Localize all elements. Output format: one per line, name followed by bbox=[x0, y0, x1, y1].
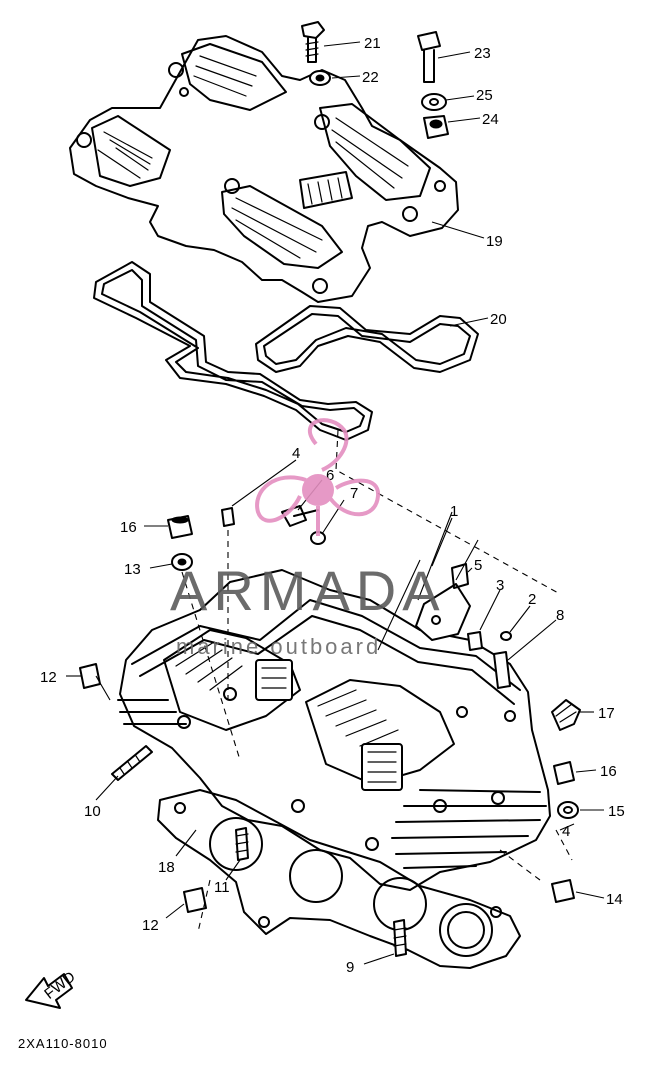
callout-24: 24 bbox=[482, 111, 499, 128]
callout-15: 15 bbox=[608, 803, 625, 820]
watermark-tagline: marine outboard bbox=[176, 634, 381, 659]
assembly-lines bbox=[95, 429, 573, 933]
stud-3[interactable] bbox=[467, 631, 483, 651]
callout-10: 10 bbox=[84, 803, 101, 820]
watermark-brand: ARMADA bbox=[170, 559, 446, 622]
callout-6: 6 bbox=[326, 467, 334, 484]
callout-16-upper: 16 bbox=[120, 519, 137, 536]
dowel-pin-4[interactable] bbox=[221, 507, 235, 527]
cap-nut-16-upper[interactable] bbox=[167, 515, 193, 539]
bolt-21[interactable] bbox=[301, 21, 325, 63]
cover-gasket[interactable] bbox=[93, 261, 479, 441]
cylinder-head[interactable] bbox=[117, 569, 551, 891]
stud-9[interactable] bbox=[393, 919, 407, 957]
callout-4-lower: 4 bbox=[562, 823, 570, 840]
callout-13: 13 bbox=[124, 561, 141, 578]
callout-16-lower: 16 bbox=[600, 763, 617, 780]
callout-25: 25 bbox=[476, 87, 493, 104]
callout-1: 1 bbox=[450, 503, 458, 520]
washer-22[interactable] bbox=[309, 70, 331, 86]
callout-12-lower: 12 bbox=[142, 917, 159, 934]
callout-21: 21 bbox=[364, 35, 381, 52]
callout-18: 18 bbox=[158, 859, 175, 876]
cylinder-head-cover[interactable] bbox=[69, 35, 459, 303]
callout-8: 8 bbox=[556, 607, 564, 624]
nut-12-lower[interactable] bbox=[183, 887, 207, 913]
sleeve-8[interactable] bbox=[493, 651, 511, 689]
callout-20: 20 bbox=[490, 311, 507, 328]
callout-12-upper: 12 bbox=[40, 669, 57, 686]
callout-23: 23 bbox=[474, 45, 491, 62]
callout-5: 5 bbox=[474, 557, 482, 574]
stud-10[interactable] bbox=[111, 745, 153, 781]
bolt-6[interactable] bbox=[281, 505, 319, 527]
callout-leaders bbox=[66, 41, 605, 965]
callout-11: 11 bbox=[214, 879, 230, 896]
nut-12-upper[interactable] bbox=[79, 663, 101, 689]
propeller-logo-icon bbox=[255, 418, 381, 536]
callout-4-upper: 4 bbox=[292, 445, 300, 462]
washer-25[interactable] bbox=[421, 93, 447, 111]
callout-9: 9 bbox=[346, 959, 354, 976]
cover-plate-5[interactable] bbox=[415, 563, 471, 641]
callout-14: 14 bbox=[606, 891, 623, 908]
cap-nut-16-lower[interactable] bbox=[553, 761, 575, 785]
watermark: ARMADA marine outboard bbox=[170, 418, 446, 659]
washer-15[interactable] bbox=[557, 801, 579, 819]
head-gasket[interactable] bbox=[157, 789, 521, 969]
callout-3: 3 bbox=[496, 577, 504, 594]
cap-14[interactable] bbox=[551, 879, 575, 903]
spark-plug-17[interactable] bbox=[551, 699, 581, 731]
callout-22: 22 bbox=[362, 69, 379, 86]
oring-2[interactable] bbox=[500, 631, 512, 641]
grommet-24[interactable] bbox=[423, 115, 449, 139]
stud-11[interactable] bbox=[235, 827, 249, 861]
bolt-23[interactable] bbox=[417, 31, 441, 83]
diagram-code: 2XA110-8010 bbox=[18, 1036, 108, 1051]
callout-17: 17 bbox=[598, 705, 615, 722]
callout-7: 7 bbox=[350, 485, 358, 502]
fwd-arrow-icon: FWD bbox=[25, 968, 79, 1009]
washer-13[interactable] bbox=[171, 553, 193, 571]
callout-19: 19 bbox=[486, 233, 503, 250]
callout-labels: 21 22 23 25 24 19 20 4 6 7 1 16 13 5 3 2… bbox=[40, 35, 625, 976]
callout-2: 2 bbox=[528, 591, 536, 608]
